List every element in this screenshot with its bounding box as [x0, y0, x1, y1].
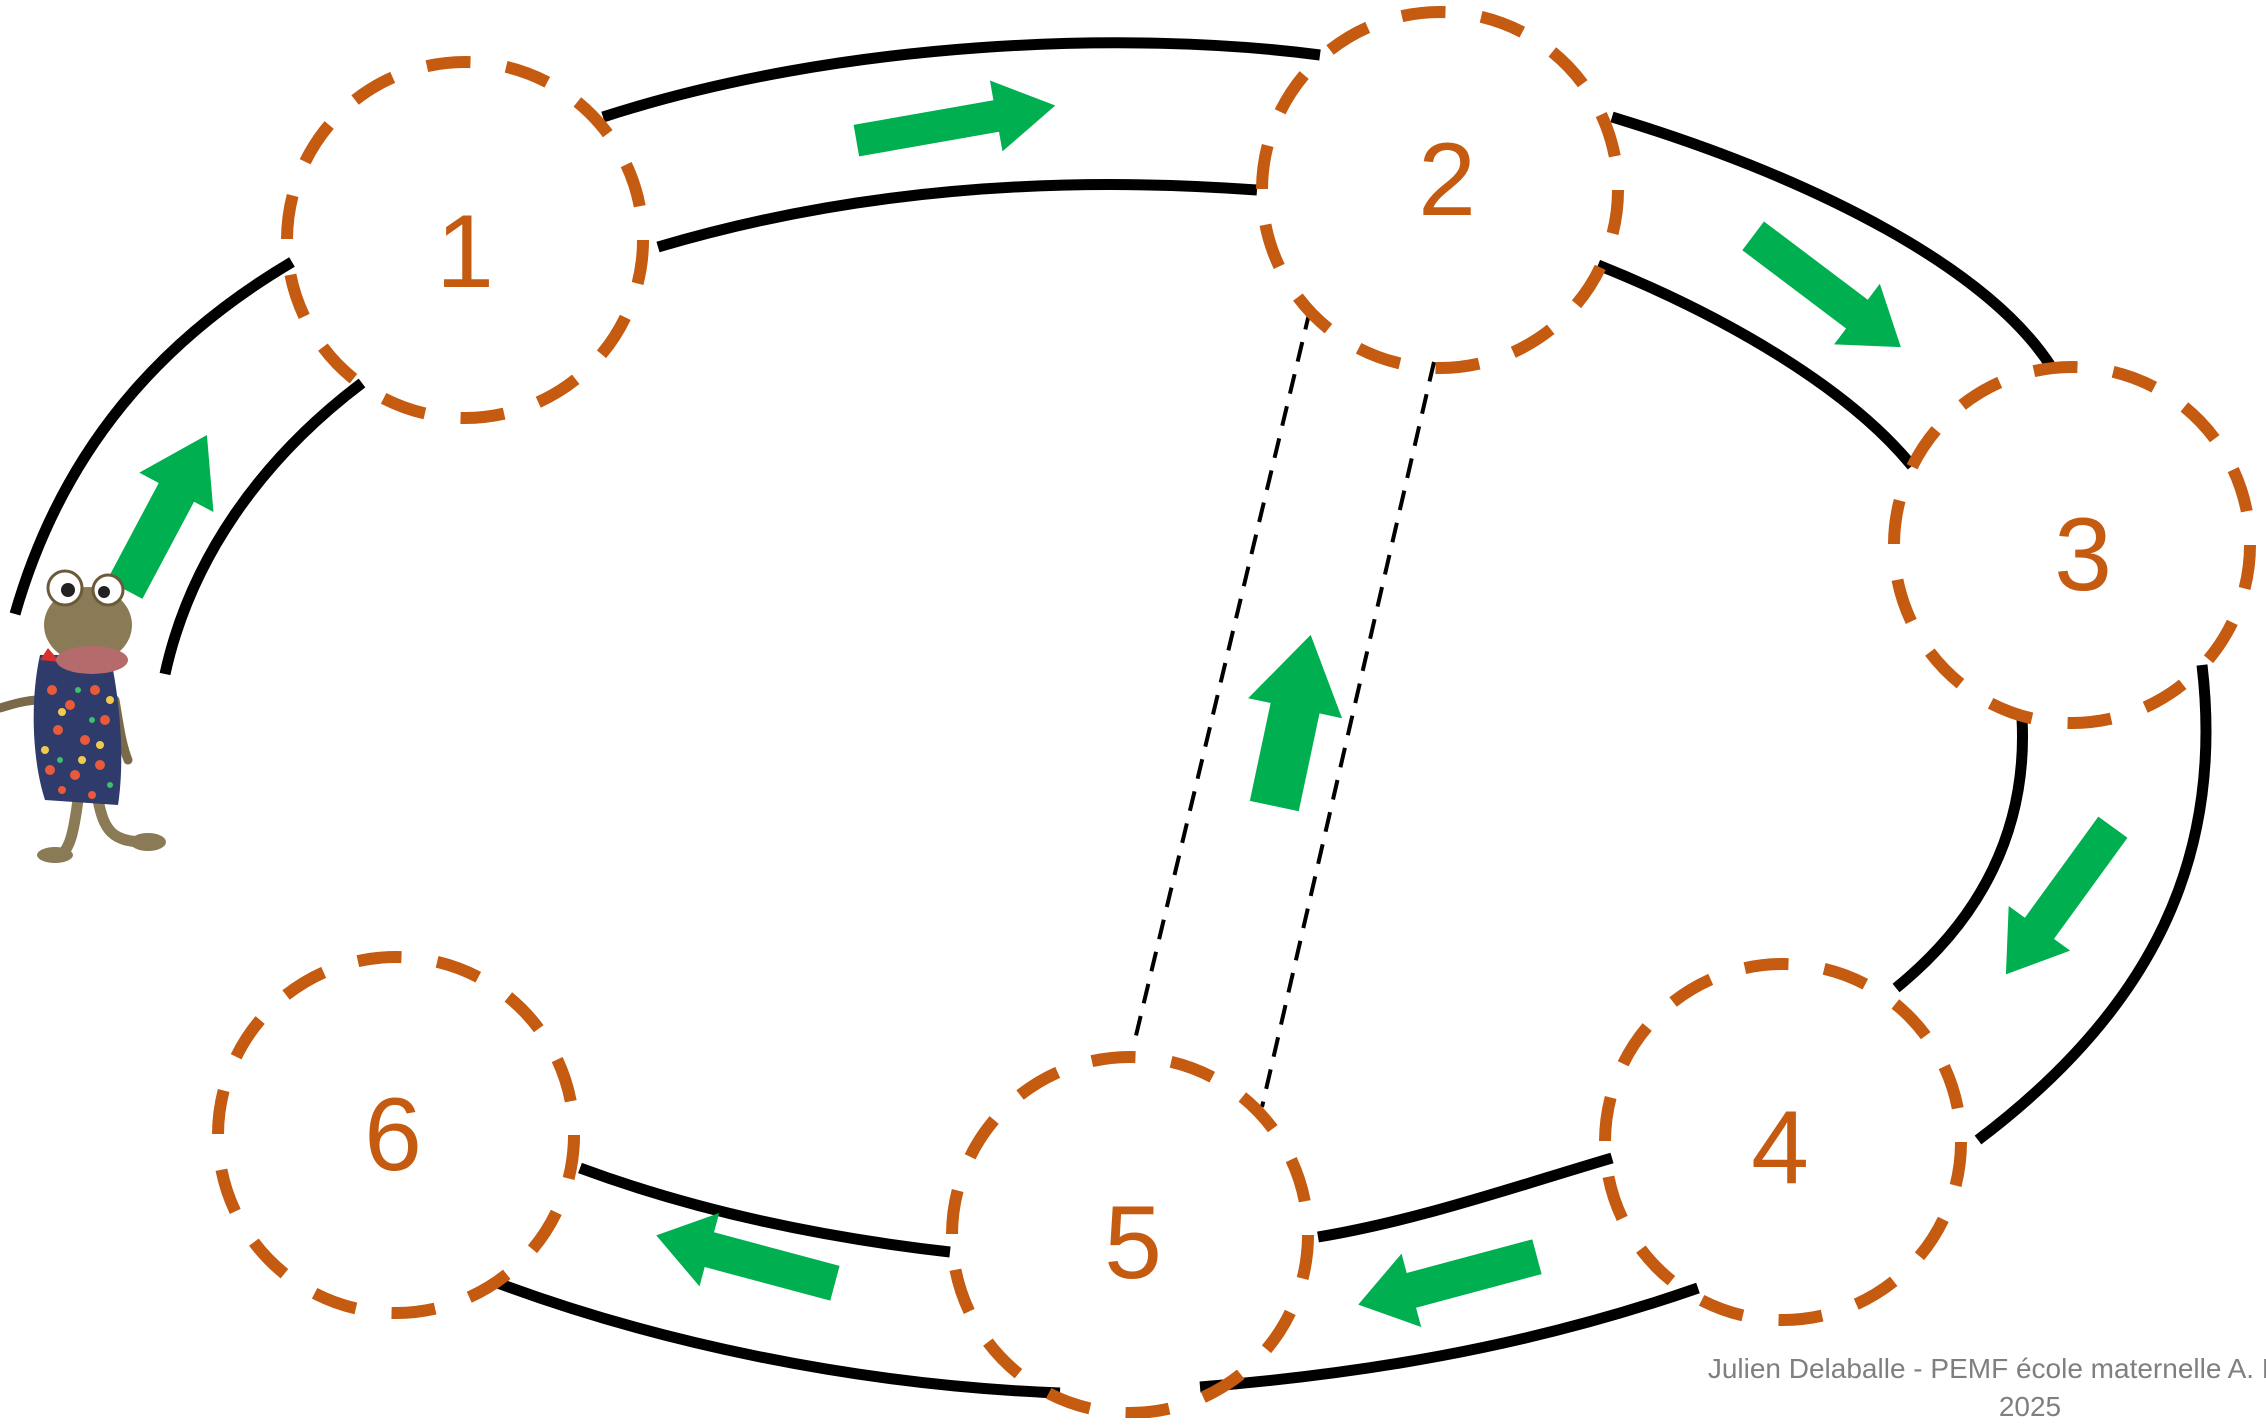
track-4-5-lower: [1199, 1282, 1700, 1393]
station-circle-1: [281, 56, 649, 424]
station-circle-3: [1888, 361, 2256, 729]
station-circle-6: [212, 951, 580, 1319]
track-lines: [9, 37, 2212, 1399]
track-5-6-lower: [493, 1276, 1061, 1399]
track-start-1-outer: [9, 257, 295, 616]
station-number-3: 3: [2054, 497, 2112, 613]
station-number-1: 1: [436, 194, 494, 310]
track-3-4-inner: [1892, 717, 2029, 993]
track-5-6-upper: [578, 1162, 951, 1258]
station-circle-5: [946, 1051, 1314, 1418]
track-3-4-outer: [1974, 664, 2212, 1145]
arrow-4-to-5: [1358, 1239, 1542, 1328]
arrow-1-to-2: [853, 80, 1056, 157]
direction-arrows: [107, 80, 2128, 1328]
shortcut-line-right: [1260, 361, 1436, 1108]
station-number-2: 2: [1418, 122, 1476, 238]
station-circle-4: [1599, 958, 1967, 1326]
track-start-1-inner: [159, 378, 366, 676]
credit-line-year: 2025: [1998, 1391, 2062, 1422]
station-labels: 1 2 3 4 5 6: [364, 122, 2112, 1301]
track-4-5-upper: [1317, 1152, 1614, 1243]
frog-puppet-icon: [0, 569, 166, 863]
track-1-2-outer: [601, 37, 1321, 123]
station-circle-2: [1256, 6, 1624, 374]
stations: [212, 6, 2256, 1418]
arrow-start-to-1: [107, 434, 214, 599]
credit-line-author: Julien Delaballe - PEMF école maternelle…: [1707, 1353, 2266, 1384]
arrow-5-to-6: [656, 1212, 840, 1301]
track-2-3-inner: [1595, 259, 1917, 470]
arrow-3-to-4: [2005, 816, 2128, 975]
station-number-4: 4: [1751, 1090, 1809, 1206]
station-number-5: 5: [1104, 1185, 1162, 1301]
shortcut-lines: [1131, 309, 1436, 1108]
track-1-2-inner: [656, 179, 1258, 253]
arrow-2-to-3: [1742, 221, 1901, 348]
track-2-3-outer: [1610, 111, 2057, 371]
shortcut-line-left: [1131, 309, 1312, 1049]
arrow-5-to-2: [1248, 634, 1343, 812]
station-number-6: 6: [364, 1077, 422, 1193]
credit-text: Julien Delaballe - PEMF école maternelle…: [1600, 1350, 2266, 1426]
